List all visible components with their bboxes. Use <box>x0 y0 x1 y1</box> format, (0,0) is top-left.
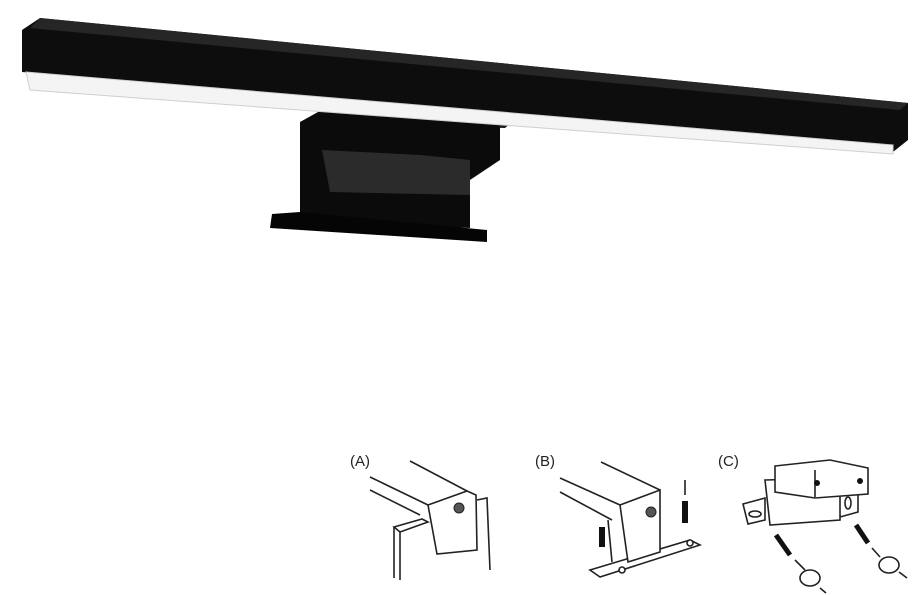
mirror-light-icon <box>22 18 908 242</box>
diagram-a: (A) <box>350 453 491 580</box>
bracket-base <box>270 212 487 242</box>
screw-icon <box>599 527 605 547</box>
diagram-c: (C) <box>718 453 908 594</box>
screw-icon <box>853 523 871 545</box>
led-strip <box>25 71 894 155</box>
diagram-b: (B) <box>535 453 703 578</box>
diagram-a-label: (A) <box>350 453 370 470</box>
screw-icon <box>773 533 793 557</box>
diagram-c-label: (C) <box>718 453 739 470</box>
screw-icon <box>682 501 688 523</box>
wall-plug-icon <box>878 556 900 574</box>
diagram-b-label: (B) <box>535 453 555 470</box>
bracket-highlight <box>322 150 470 195</box>
lamp-bar <box>22 18 908 152</box>
wall-plug-icon <box>799 569 821 587</box>
lamp-bar-top-face <box>30 18 908 110</box>
